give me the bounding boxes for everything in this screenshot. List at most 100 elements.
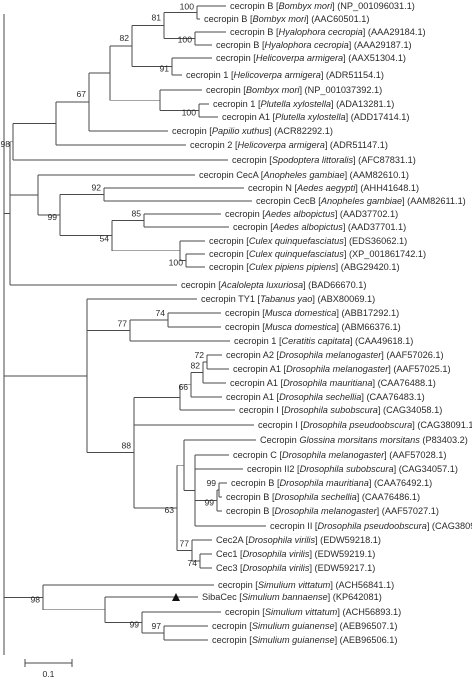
leaf-label-23: cecropin [Musca domestica] (ABM66376.1) xyxy=(225,322,401,332)
leaf-text-21: cecropin TY1 [Tabanus yao] (ABX80069.1) xyxy=(201,294,375,304)
leaf-species: Drosophila subobscura xyxy=(300,464,394,474)
leaf-protein-name: cecropin [ xyxy=(172,126,212,136)
leaf-label-5: cecropin 1 [Helicoverpa armigera] (ADR51… xyxy=(186,70,384,80)
leaf-label-33: cecropin II2 [Drosophila subobscura] (CA… xyxy=(247,464,458,474)
leaf-text-19: cecropin [Culex pipiens pipiens] (ABG294… xyxy=(209,262,400,272)
leaf-species: Drosophila sechellia xyxy=(279,392,361,402)
leaf-label-22: cecropin [Musca domestica] (ABB17292.1) xyxy=(225,308,399,318)
leaf-accession: ] (ADR51147.1) xyxy=(325,140,388,150)
leaf-text-43: cecropin [Simulium vittatum] (ACH56893.1… xyxy=(225,607,401,617)
leaf-species: Anopheles gambiae xyxy=(262,170,344,180)
leaf-protein-name: cecropin [ xyxy=(216,53,256,63)
leaf-protein-name: Cec2A [ xyxy=(216,535,249,545)
leaf-label-7: cecropin 1 [Plutella xylostella] (ADA132… xyxy=(213,99,394,109)
leaf-label-25: cecropin A2 [Drosophila melanogaster] (A… xyxy=(226,350,444,360)
leaf-accession: ] (AEB96507.1) xyxy=(335,621,398,631)
leaf-label-6: cecropin [Bombyx mori] (NP_001037392.1) xyxy=(206,85,382,95)
leaf-label-3: cecropin B [Hyalophora cecropia] (AAA291… xyxy=(216,40,412,50)
leaf-species: Simulium guianense xyxy=(252,621,335,631)
leaf-accession: ] (EDW59217.1) xyxy=(309,563,375,573)
leaf-accession: ] (AAF57026.1) xyxy=(381,350,443,360)
leaf-species: Drosophila mauritiana xyxy=(283,378,372,388)
leaf-protein-name: cecropin A2 [ xyxy=(226,350,280,360)
leaf-accession: ] (AAD37701.1) xyxy=(343,222,406,232)
leaf-label-31: Cecropin Glossina morsitans morsitans (P… xyxy=(260,435,468,445)
bootstrap-value-11: 54 xyxy=(99,234,109,244)
bootstrap-value-14: 77 xyxy=(117,319,127,329)
leaf-species: Bombyx mori xyxy=(279,1,334,11)
leaf-text-15: cecropin [Aedes albopictus] (AAD37702.1) xyxy=(225,209,398,219)
leaf-label-20: cecropin [Acalolepta luxuriosa] (BAD6667… xyxy=(181,280,366,290)
leaf-label-28: cecropin A1 [Drosophila sechellia] (CAA7… xyxy=(226,392,425,402)
leaf-text-35: cecropin B [Drosophila sechellia] (CAA76… xyxy=(226,492,420,502)
leaf-species: Simulium vittatum xyxy=(265,607,338,617)
leaf-accession: ] (NP_001037392.1) xyxy=(299,85,382,95)
leaf-accession: ] (AHH41648.1) xyxy=(355,183,419,193)
leaf-protein-name: cecropin 1 [ xyxy=(234,336,282,346)
leaf-text-31: Cecropin Glossina morsitans morsitans (P… xyxy=(260,435,468,445)
leaf-accession: ] (ABM66376.1) xyxy=(336,322,400,332)
leaf-accession: ] (AAF57025.1) xyxy=(388,364,450,374)
leaf-protein-name: cecropin [ xyxy=(212,635,252,645)
leaf-label-29: cecropin I [Drosophila subobscura] (CAG3… xyxy=(239,405,442,415)
leaf-label-4: cecropin [Helicoverpa armigera] (AAX5130… xyxy=(216,53,406,63)
bootstrap-value-20: 99 xyxy=(206,478,216,488)
leaf-species: Simulium bannaense xyxy=(242,592,328,602)
leaf-text-44: cecropin [Simulium guianense] (AEB96507.… xyxy=(212,621,397,631)
leaf-protein-name: cecropin B [ xyxy=(216,40,265,50)
leaf-label-37: cecropin II [Drosophila pseudoobscura] (… xyxy=(270,521,472,531)
leaf-text-24: cecropin 1 [Ceratitis capitata] (CAA4961… xyxy=(234,336,413,346)
leaf-species: Drosophila pseudoobscura xyxy=(303,420,412,430)
bootstrap-value-13: 74 xyxy=(155,308,165,318)
leaf-protein-name: Cec1 [ xyxy=(216,549,243,559)
leaf-text-37: cecropin II [Drosophila pseudoobscura] (… xyxy=(270,521,472,531)
leaf-accession: ] (CAA76488.1) xyxy=(373,378,436,388)
leaf-accession: ] (AAF57027.1) xyxy=(377,506,439,516)
leaf-protein-name: cecropin [ xyxy=(209,249,249,259)
leaf-text-25: cecropin A2 [Drosophila melanogaster] (A… xyxy=(226,350,444,360)
leaf-label-0: cecropin B [Bombyx mori] (NP_001096031.1… xyxy=(230,1,415,11)
bootstrap-value-24: 98 xyxy=(30,594,40,604)
bootstrap-value-3: 100 xyxy=(178,35,193,45)
leaf-species: Bombyx mori xyxy=(253,14,308,24)
leaf-text-20: cecropin [Acalolepta luxuriosa] (BAD6667… xyxy=(181,280,366,290)
leaf-protein-name: cecropin [ xyxy=(181,280,221,290)
leaf-protein-name: cecropin C [ xyxy=(233,450,282,460)
leaf-species: Anopheles gambiae xyxy=(320,196,402,206)
bootstrap-value-19: 99 xyxy=(204,498,214,508)
leaf-protein-name: cecropin [ xyxy=(233,222,273,232)
leaf-accession: ] (CAG34057.1) xyxy=(394,464,458,474)
leaf-accession: ] (CAA76483.1) xyxy=(361,392,424,402)
leaf-text-42: SibaCec [Simulium bannaense] (KP642081) xyxy=(202,592,382,602)
leaf-species: Drosophila melanogaster xyxy=(279,350,382,360)
leaf-label-12: cecropin CecA [Anopheles gambiae] (AAM82… xyxy=(199,170,409,180)
leaf-protein-name: cecropin B [ xyxy=(231,478,280,488)
leaf-species: Drosophila melanogaster xyxy=(275,506,378,516)
leaf-text-4: cecropin [Helicoverpa armigera] (AAX5130… xyxy=(216,53,406,63)
leaf-accession: ] (CAA49618.1) xyxy=(350,336,413,346)
leaf-text-1: cecropin B [Bombyx mori] (AAC60501.1) xyxy=(204,14,369,24)
leaf-accession: ] (EDW59219.1) xyxy=(309,549,375,559)
leaf-text-36: cecropin B [Drosophila melanogaster] (AA… xyxy=(226,506,439,516)
leaf-text-5: cecropin 1 [Helicoverpa armigera] (ADR51… xyxy=(186,70,384,80)
leaf-species: Simulium vittatum xyxy=(258,580,331,590)
bootstrap-value-5: 100 xyxy=(182,108,197,118)
leaf-protein-name: cecropin CecB [ xyxy=(256,196,321,206)
leaf-protein-name: cecropin TY1 [ xyxy=(201,294,261,304)
leaf-protein-name: cecropin II [ xyxy=(270,521,318,531)
leaf-text-0: cecropin B [Bombyx mori] (NP_001096031.1… xyxy=(230,1,415,11)
leaf-protein-name: cecropin I [ xyxy=(239,405,284,415)
leaf-text-10: cecropin 2 [Helicoverpa armigera] (ADR51… xyxy=(190,140,388,150)
leaf-text-22: cecropin [Musca domestica] (ABB17292.1) xyxy=(225,308,399,318)
leaf-label-9: cecropin [Papilio xuthus] (ACR82292.1) xyxy=(172,126,333,136)
leaf-accession: ] (CAA76492.1) xyxy=(369,478,432,488)
leaf-protein-name: cecropin B [ xyxy=(230,1,279,11)
leaf-label-32: cecropin C [Drosophila melanogaster] (AA… xyxy=(233,450,446,460)
leaf-text-6: cecropin [Bombyx mori] (NP_001037392.1) xyxy=(206,85,382,95)
leaf-species: Drosophila melanogaster xyxy=(282,450,385,460)
leaf-species: Plutella xylostella xyxy=(275,112,345,122)
leaf-protein-name: Cec3 [ xyxy=(216,563,243,573)
bootstrap-value-1: 81 xyxy=(151,13,161,23)
bootstrap-value-22: 77 xyxy=(179,539,189,549)
